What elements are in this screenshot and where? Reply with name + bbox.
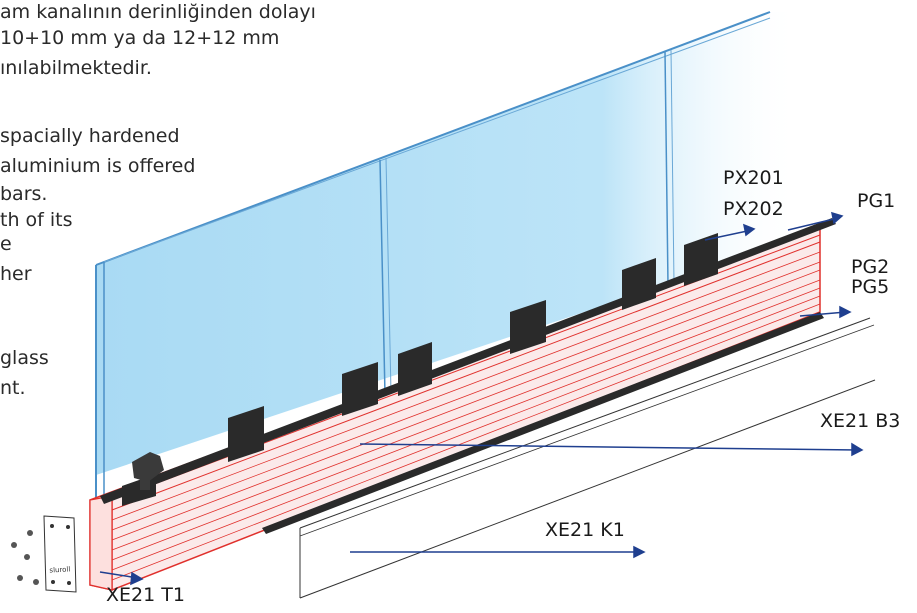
tr-line-2: 10+10 mm ya da 12+12 mm — [0, 27, 280, 49]
label-px202: PX202 — [723, 198, 784, 220]
label-px201: PX201 — [723, 167, 784, 189]
label-xe21-b3: XE21 B3 — [820, 410, 901, 432]
en-line-5: e — [0, 233, 12, 255]
tr-line-1: am kanalının derinliğinden dolayı — [0, 1, 316, 23]
en-line-8: glass — [0, 347, 49, 369]
en-line-4: th of its — [0, 209, 73, 231]
en-line-2: aluminium is offered — [0, 155, 196, 177]
label-xe21-k1: XE21 K1 — [545, 519, 625, 541]
en-line-6: her — [0, 263, 32, 285]
screws — [11, 530, 39, 585]
cover-plate-k1 — [299, 317, 876, 599]
en-line-3: bars. — [0, 183, 48, 205]
tr-line-3: ınılabilmektedir. — [0, 57, 152, 79]
label-pg5: PG5 — [851, 276, 890, 298]
en-line-9: nt. — [0, 377, 26, 399]
en-line-1: spacially hardened — [0, 125, 180, 147]
label-pg2: PG2 — [851, 256, 890, 278]
rubber-gasket-pg2 — [262, 312, 824, 534]
svg-text:sluroll: sluroll — [49, 565, 70, 574]
leader-lines — [99, 211, 864, 586]
end-cap-t1: sluroll — [43, 515, 77, 593]
label-pg1: PG1 — [857, 190, 896, 212]
label-xe21-t1: XE21 T1 — [106, 584, 185, 606]
clamp-tool — [132, 452, 164, 490]
wedge-blocks — [122, 233, 718, 506]
